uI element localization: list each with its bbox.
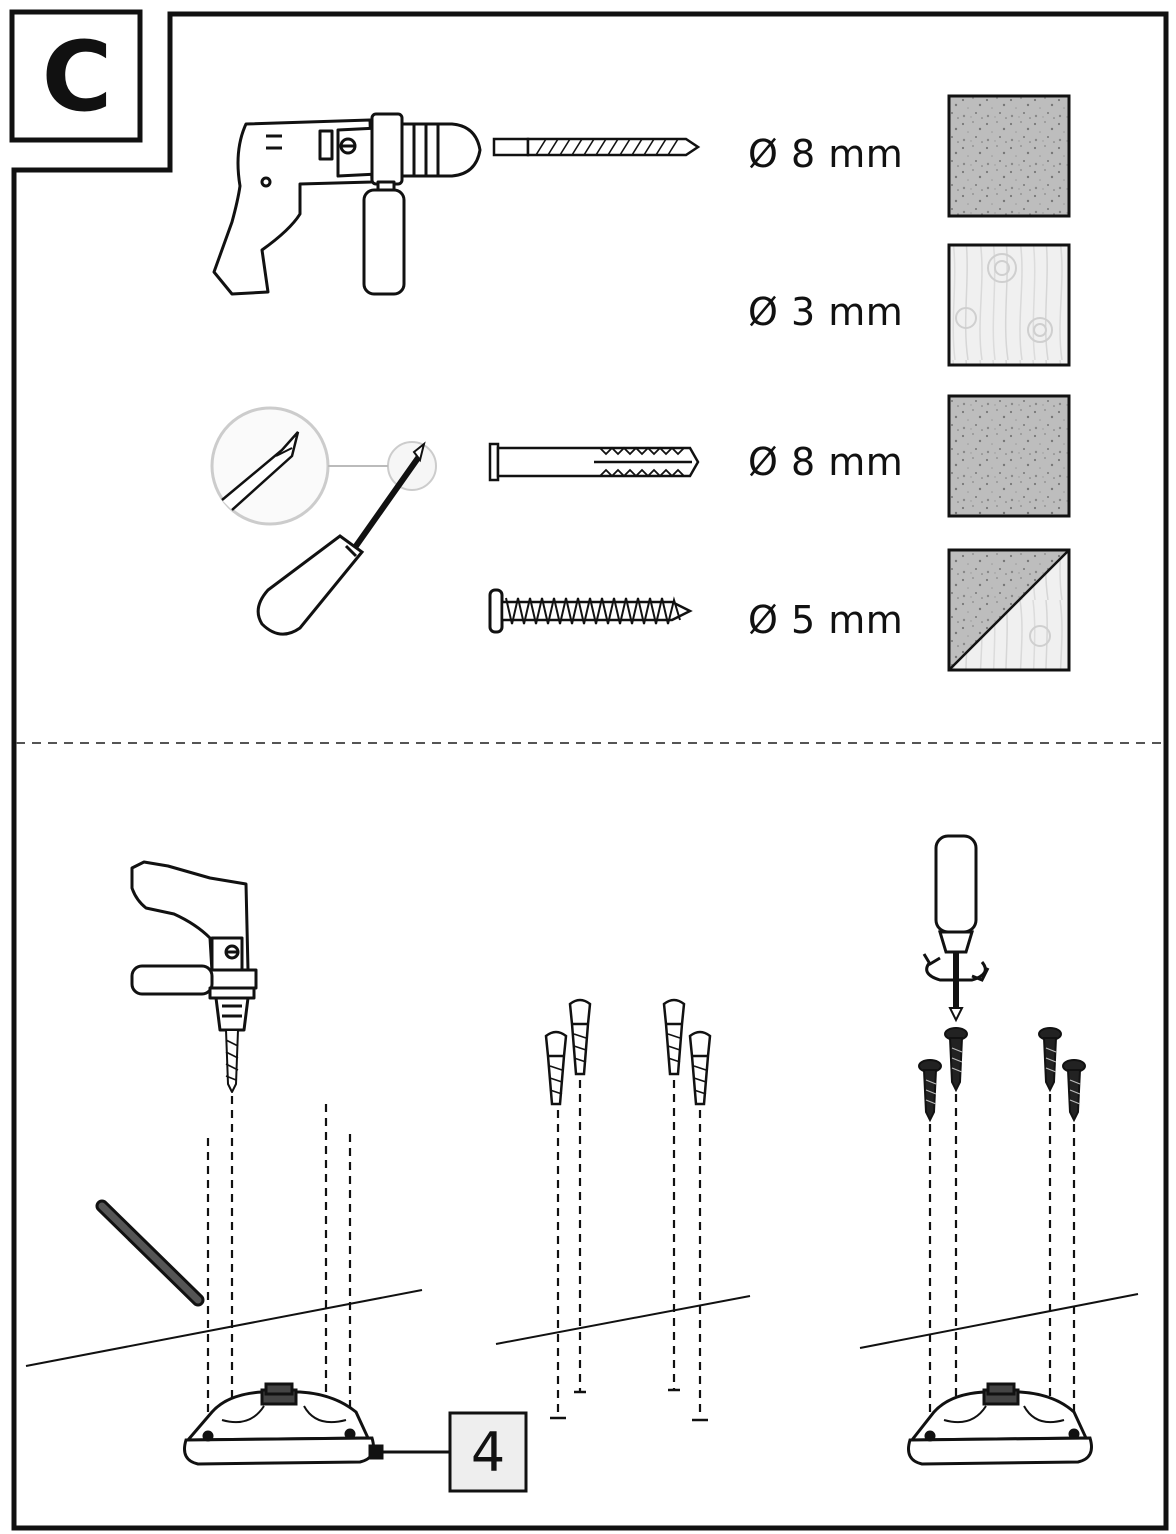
base-unit-1 bbox=[183, 1382, 384, 1466]
swatch-concrete-1 bbox=[947, 94, 1071, 218]
spec-screw-diameter: Ø 5 mm bbox=[748, 598, 904, 642]
drill-vertical-icon bbox=[130, 860, 258, 1093]
wall-plugs-group bbox=[544, 998, 712, 1106]
material-swatches bbox=[947, 94, 1071, 672]
screwdriver-icon bbox=[210, 406, 437, 636]
wall-plug-icon bbox=[488, 442, 700, 482]
swatch-concrete-wood bbox=[947, 548, 1071, 672]
guide-lines-2 bbox=[556, 1080, 702, 1418]
wall-line-2 bbox=[495, 1295, 751, 1345]
guide-lines-3 bbox=[928, 1094, 1076, 1420]
spec-drill-concrete-diameter: Ø 8 mm bbox=[748, 132, 904, 176]
screws-group bbox=[918, 1027, 1086, 1123]
drill-icon bbox=[212, 112, 482, 296]
guide-lines-1 bbox=[206, 1096, 352, 1418]
drill-bit-icon bbox=[492, 137, 701, 157]
callout-box bbox=[448, 1411, 528, 1493]
swatch-concrete-2 bbox=[947, 394, 1071, 518]
plug-2 bbox=[544, 1030, 568, 1106]
spec-wall-plug-diameter: Ø 8 mm bbox=[748, 440, 904, 484]
wall-line-1 bbox=[25, 1289, 423, 1367]
frame bbox=[11, 11, 1169, 1531]
section-letter: C bbox=[41, 21, 113, 133]
pencil-icon bbox=[95, 1199, 205, 1307]
wall-line-3 bbox=[859, 1293, 1139, 1349]
screwdriver-vertical-icon bbox=[922, 834, 990, 1023]
screw-4 bbox=[1062, 1059, 1086, 1123]
plug-3 bbox=[662, 998, 686, 1076]
spec-drill-wood-diameter: Ø 3 mm bbox=[748, 290, 904, 334]
section-box bbox=[9, 9, 143, 143]
plug-4 bbox=[688, 1030, 712, 1106]
swatch-wood bbox=[947, 243, 1071, 367]
base-unit-2 bbox=[907, 1382, 1093, 1466]
callout-number: 4 bbox=[470, 1420, 506, 1484]
screw-2 bbox=[918, 1059, 942, 1123]
plug-1 bbox=[568, 998, 592, 1076]
screw-icon bbox=[488, 588, 693, 634]
